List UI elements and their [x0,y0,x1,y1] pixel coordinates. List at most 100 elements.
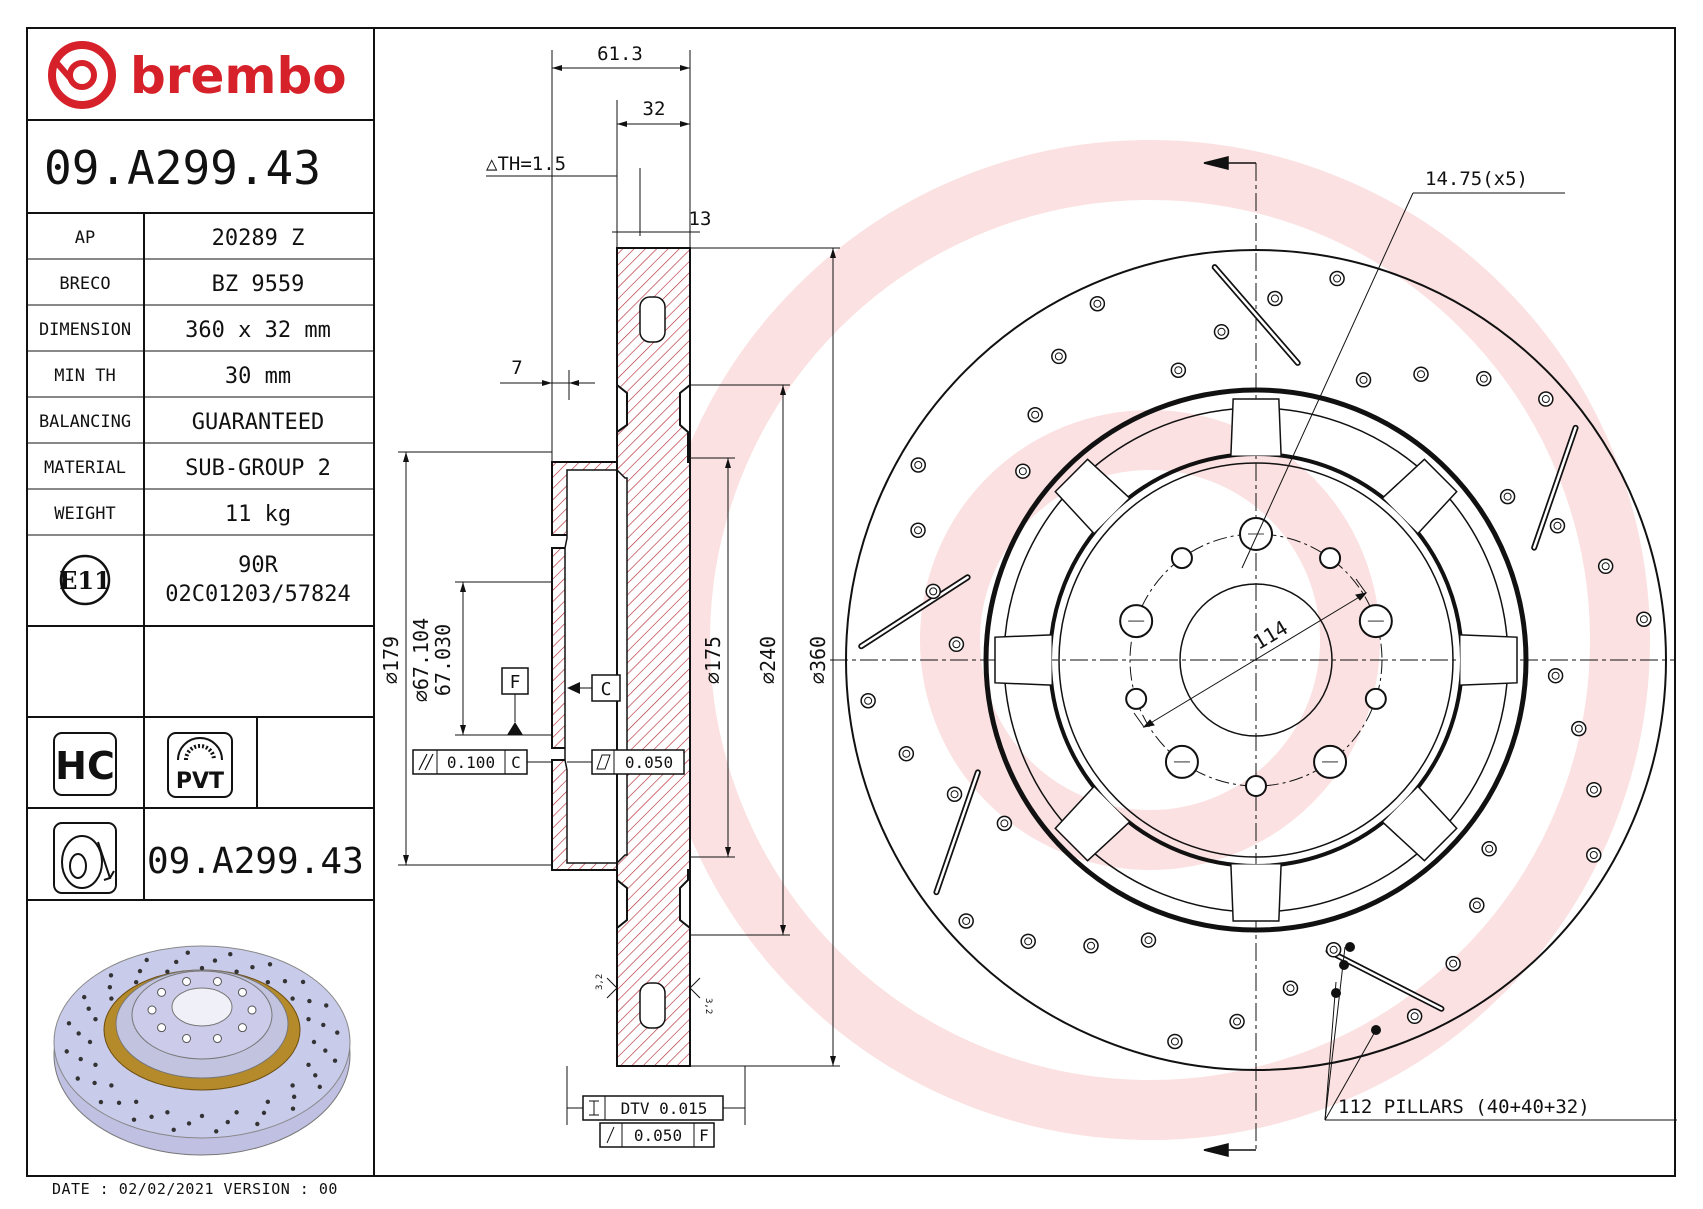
render-dot [185,950,190,955]
drill-hole-inner [1333,274,1342,283]
dim-d179: ⌀179 [379,636,403,684]
drill-hole [1329,270,1345,287]
dtv-tolerance: DTV 0.015 [621,1099,708,1118]
render-dot [290,1083,295,1088]
drill-hole [1027,407,1043,423]
drill-hole [925,583,941,600]
drill-hole-inner [1144,936,1153,945]
render-dot [290,1106,296,1111]
approval-line1: 90R [238,553,278,578]
dtv-frame: DTV 0.015 [567,1095,745,1121]
spec-row-lines [27,258,374,536]
pillar-marker [1331,988,1341,998]
render-dot [93,1016,98,1022]
render-dot [75,1076,80,1081]
render-dot [186,1121,192,1126]
render-dot [214,1129,219,1134]
drill-hole [910,522,926,539]
render-hub-hole [147,1005,157,1015]
render-dot [116,1100,122,1106]
drill-hole [898,745,915,762]
render-dot [267,962,273,967]
datum-f-label: F [510,672,521,693]
render-dot [87,1039,93,1045]
drill-hole [1597,558,1614,575]
locating-hole [1319,547,1342,570]
center-bore [1179,583,1333,737]
dim-61-3: 61.3 [597,43,643,65]
disc-outer-edge [845,249,1667,1071]
drill-hole [996,815,1013,832]
drill-hole [1585,847,1602,863]
render-hub-hole [157,987,167,997]
slot-inner [1327,949,1443,1011]
render-dot [144,957,149,963]
drill-hole [1170,362,1187,378]
render-dot [335,1030,340,1035]
drill-hole-inner [864,696,873,705]
render-dot [306,1062,311,1068]
drill-hole-inner [1170,1037,1179,1046]
render-dot [174,959,179,965]
drill-hole-inner [1087,941,1095,950]
render-dot [82,994,87,1000]
render-hub-hole [182,1034,192,1044]
render-hub-hole [157,1023,167,1033]
render-dot [171,1127,176,1132]
frame [26,27,1676,1177]
drill-hole-inner [1541,395,1550,404]
hole-callout [1241,192,1565,569]
drill-hole [1549,518,1566,534]
render-dot [311,1039,317,1045]
hc-badge: HC [53,732,117,796]
render-dot [234,1110,239,1115]
drill-hole [1282,980,1299,996]
render-hub-hole [237,1023,247,1033]
render-dot [108,973,114,978]
render-dot [300,979,306,985]
render-hub-hole [247,1005,257,1015]
drill-hole [910,457,927,473]
drill-hole [1325,942,1342,958]
drill-hole [1476,370,1492,387]
hat-tab [1230,864,1282,922]
spec-value: 11 kg [225,502,291,527]
render-dot [64,1049,69,1054]
drill-hole [1481,841,1497,857]
slot-inner [1213,265,1300,365]
spec-value: BZ 9559 [212,272,305,297]
cross-section [551,247,691,1067]
render-dot [86,1006,91,1011]
render-dot [98,1099,104,1105]
spec-value: GUARANTEED [192,410,324,435]
hole-size-callout: 14.75(x5) [1425,168,1528,190]
drill-hole [946,786,963,802]
drill-hole-inner [1503,492,1512,501]
render-dot [250,965,255,970]
render-dot [317,1084,322,1090]
drill-hole-inner [1551,671,1560,680]
runout-tolerance: 0.050 [634,1126,682,1145]
drill-hole-inner [952,640,961,649]
render-dot [149,1114,154,1119]
dim-d67-upper: ⌀67.104 [409,618,433,702]
datum-c-label: C [601,679,612,700]
drill-hole [1083,938,1099,954]
drill-hole-inner [1553,521,1562,530]
drill-hole-inner [1574,724,1583,733]
drill-hole [958,913,974,929]
brand-wordmark: brembo [130,47,347,105]
parallelism-frame: 0.100 C [412,749,552,775]
render-dot [321,1022,326,1028]
render-dot [255,1121,260,1127]
render-hub-hole [212,1034,222,1044]
render-dot [228,952,233,957]
drill-hole-inner [1479,374,1488,383]
approval-mark: E11 90R 02C01203/57824 [59,553,351,607]
render-dot [199,965,205,971]
render-dot [133,1099,139,1105]
render-dot [76,1031,81,1036]
render-dot [323,1048,328,1053]
render-dot [109,996,114,1001]
